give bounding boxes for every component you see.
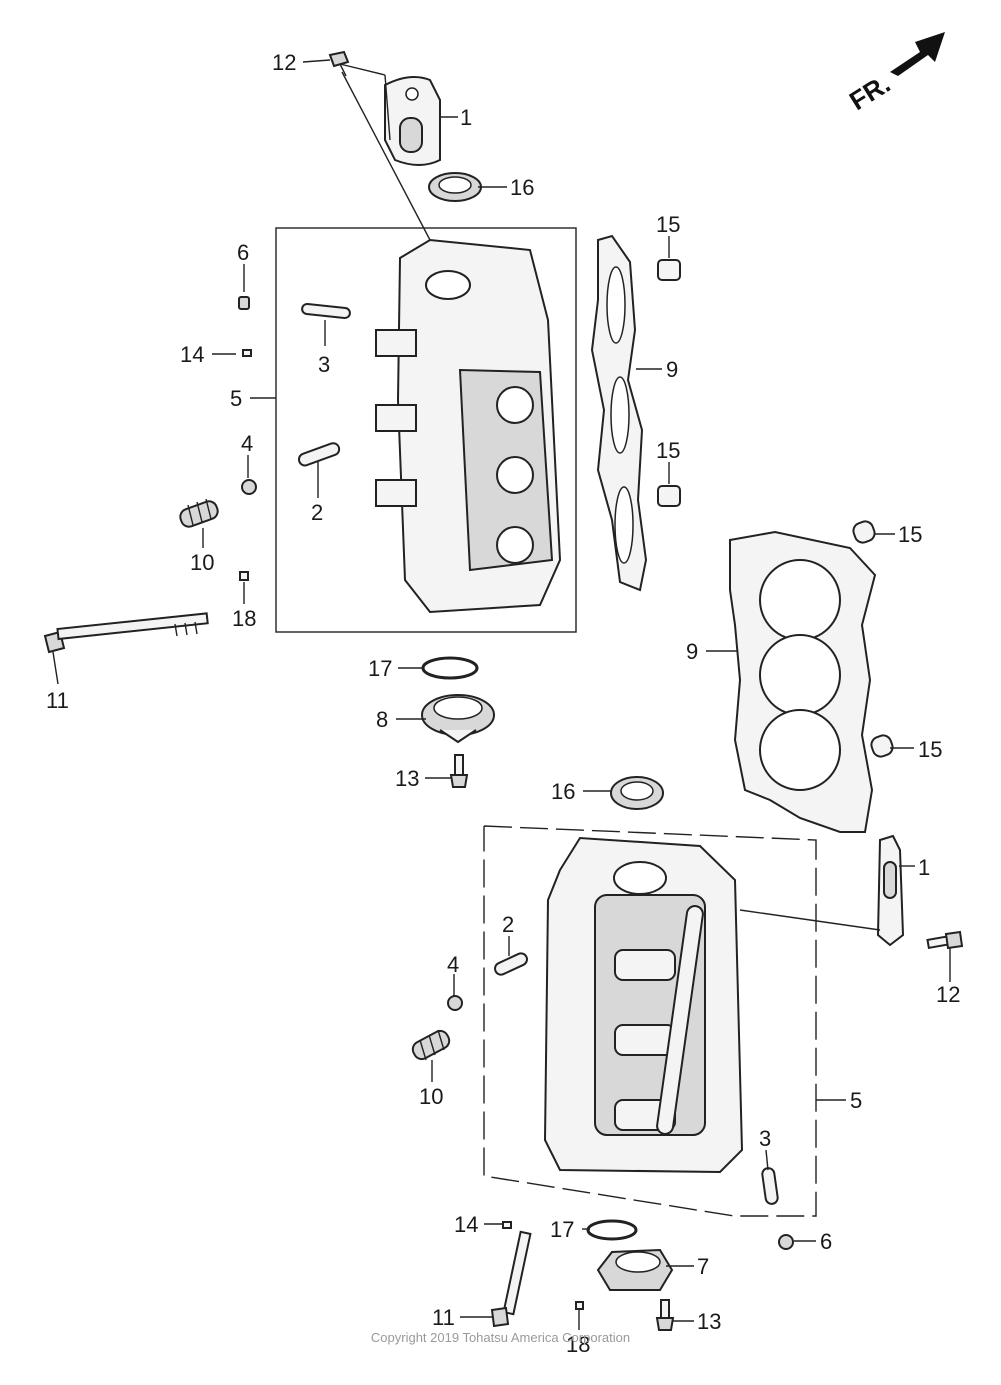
gasket-bore	[610, 376, 630, 454]
gasket-bore	[759, 634, 841, 716]
bolt-13-upper	[449, 754, 469, 788]
spring-10-lower	[411, 1029, 451, 1061]
cylinder-head-5-lower	[543, 836, 744, 1174]
plug-18-lower	[575, 1301, 584, 1310]
callout-label: 18	[566, 1332, 590, 1357]
callout-label: 17	[550, 1217, 574, 1242]
callout-label: 1	[918, 855, 930, 880]
callout-label: 1	[460, 105, 472, 130]
callout-label: 15	[898, 522, 922, 547]
callout-leaders	[52, 59, 951, 1330]
front-arrow-icon	[890, 32, 945, 76]
callout-label: 14	[454, 1212, 478, 1237]
callout-label: 17	[368, 656, 392, 681]
dowel-15-c	[852, 520, 876, 544]
callout-label: 13	[697, 1309, 721, 1334]
spring-10-upper	[179, 498, 219, 528]
front-direction-indicator: FR.	[844, 32, 945, 116]
nut-6-lower	[778, 1234, 794, 1250]
callout-label: 2	[311, 500, 323, 525]
callout-label: 5	[230, 386, 242, 411]
oil-seal-16-upper	[428, 172, 482, 202]
cap-4-lower	[447, 995, 463, 1011]
thermostat-cover-8	[421, 694, 495, 744]
gasket-bore	[614, 486, 634, 564]
plug-14-upper	[242, 349, 252, 357]
callout-label: 8	[376, 707, 388, 732]
cylinder-head-5-upper	[375, 238, 562, 614]
lower-head-assembly	[411, 825, 964, 1331]
lower-gasket-group	[610, 520, 894, 833]
callout-label: 6	[237, 240, 249, 265]
callout-label: 9	[686, 639, 698, 664]
callout-label: 3	[759, 1126, 771, 1151]
callout-label: 15	[656, 438, 680, 463]
gasket-bore	[759, 559, 841, 641]
dowel-pin-2-upper	[297, 442, 341, 467]
callout-label: 11	[46, 688, 69, 713]
upper-assembly-frame	[275, 227, 577, 633]
callout-label: 5	[850, 1088, 862, 1113]
callout-label: 10	[419, 1084, 443, 1109]
copyright-notice: Copyright 2019 Tohatsu America Corporati…	[370, 1330, 631, 1345]
callout-label: 11	[432, 1305, 455, 1330]
callout-label: 3	[318, 352, 330, 377]
callout-label: 6	[820, 1229, 832, 1254]
callout-label: 12	[936, 982, 960, 1007]
dowel-15-a	[657, 259, 681, 281]
cap-4-upper	[241, 479, 257, 495]
bolt-12-upper	[328, 50, 431, 241]
nut-6-upper	[238, 296, 250, 310]
callout-label: 15	[656, 212, 680, 237]
o-ring-17-upper	[421, 656, 479, 680]
callout-label: 16	[551, 779, 575, 804]
o-ring-17-lower	[586, 1219, 638, 1241]
callout-labels: 12 1 16 15 6 3 14 9 5 4 15 2 10 15 18 11…	[46, 50, 960, 1357]
upper-head-assembly	[43, 50, 681, 788]
bolt-13-lower	[655, 1299, 675, 1331]
oil-seal-16-lower	[610, 776, 664, 810]
plate-slot	[883, 861, 897, 899]
leader-line	[739, 909, 881, 931]
callout-label: 14	[180, 342, 204, 367]
bolt-12-lower	[926, 930, 964, 950]
callout-label: 4	[447, 952, 459, 977]
callout-label: 13	[395, 766, 419, 791]
lower-assembly-frame	[483, 825, 817, 1217]
callout-label: 7	[697, 1254, 709, 1279]
dowel-pin-3-lower	[761, 1167, 779, 1205]
callout-label: 2	[502, 912, 514, 937]
dowel-15-d	[870, 734, 894, 758]
dowel-pin-2-lower	[494, 952, 528, 976]
dowel-pin-3-upper	[301, 303, 351, 319]
callout-label: 16	[510, 175, 534, 200]
dowel-15-b	[657, 485, 681, 507]
callout-label: 12	[272, 50, 296, 75]
plate-slot	[399, 117, 423, 153]
cover-7	[596, 1248, 674, 1291]
long-bolt-11-upper	[43, 612, 209, 654]
plate-hole	[405, 87, 419, 101]
callout-label: 10	[190, 550, 214, 575]
callout-label: 4	[241, 431, 253, 456]
gasket-bore	[759, 709, 841, 791]
long-bolt-11-lower	[490, 1230, 532, 1328]
callout-label: 18	[232, 606, 256, 631]
plug-18-upper	[239, 571, 249, 581]
callout-label: 15	[918, 737, 942, 762]
front-direction-label: FR.	[844, 68, 895, 116]
plug-14-lower	[502, 1221, 512, 1229]
callout-label: 9	[666, 357, 678, 382]
gasket-bore	[606, 266, 626, 344]
